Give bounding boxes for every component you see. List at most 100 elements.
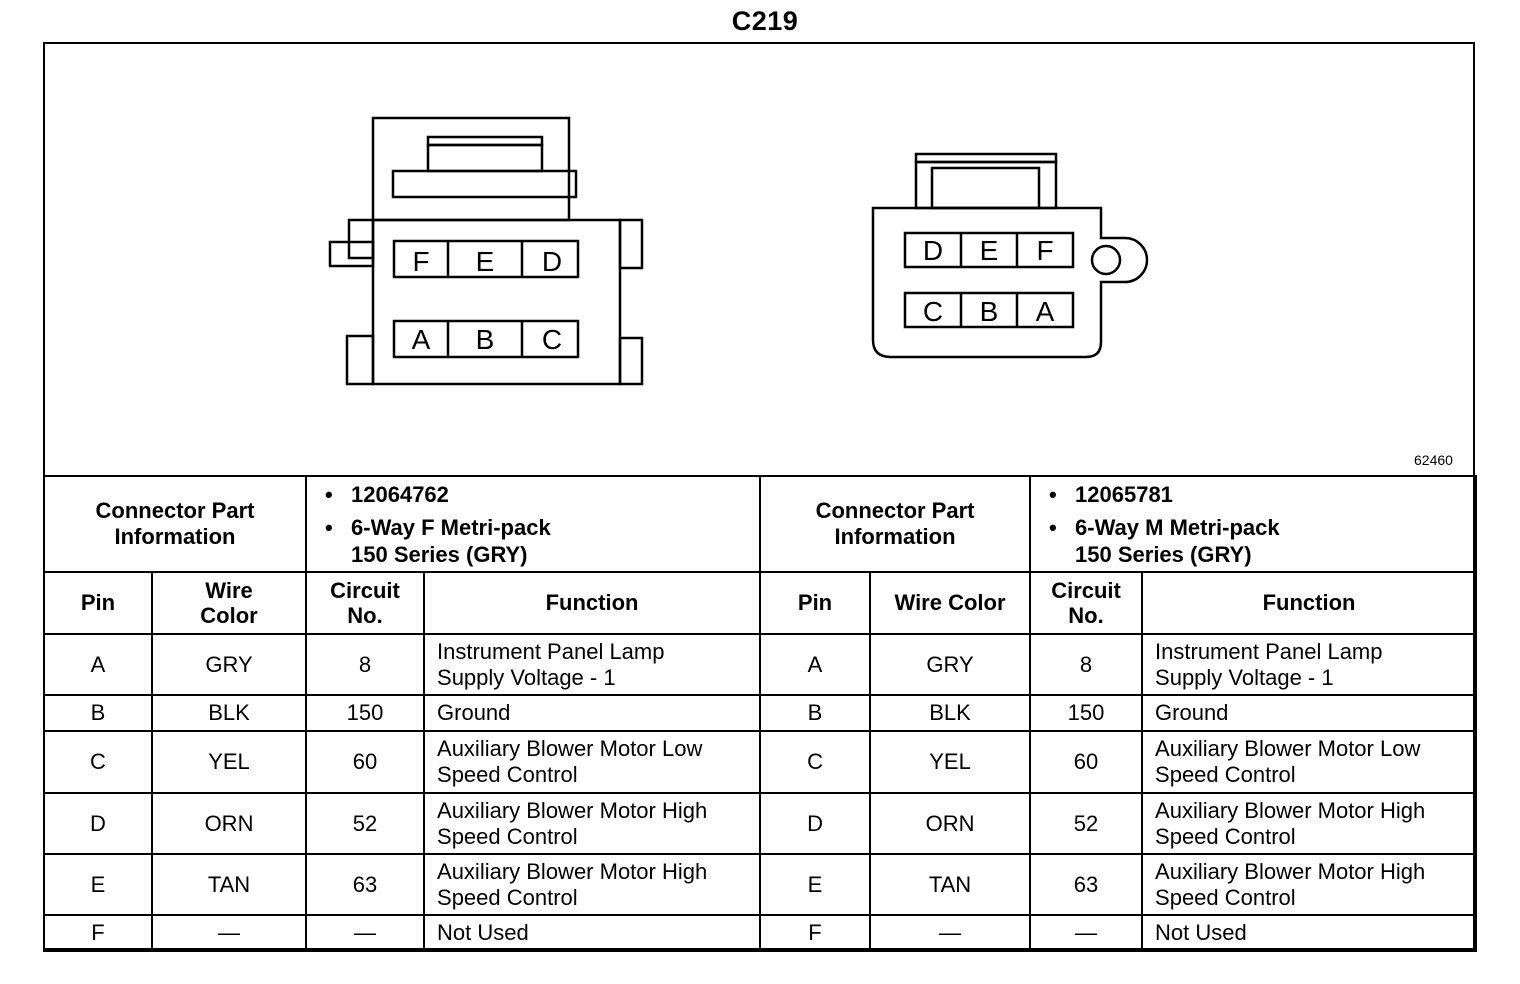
function-line: Auxiliary Blower Motor Low — [1155, 736, 1421, 761]
part-info-label-line: Connector Part — [815, 498, 975, 523]
pin-cell: B — [759, 694, 872, 732]
function-line: Speed Control — [1155, 823, 1296, 849]
bullet: • — [1049, 514, 1057, 540]
pin-cell: C — [759, 730, 872, 794]
part-description: 150 Series (GRY) — [351, 541, 528, 567]
function-cell: Ground — [423, 694, 762, 732]
circuit-cell: — — [305, 914, 426, 952]
wire-color-cell: YEL — [150, 730, 308, 794]
function-line: Supply Voltage - 1 — [1155, 664, 1334, 690]
male-cavity-label: B — [980, 296, 999, 327]
part-number: 12065781 — [1075, 481, 1173, 507]
wire-color-cell: ORN — [150, 792, 308, 855]
pin-cell: D — [43, 792, 153, 855]
part-info-label-line: Information — [834, 524, 956, 549]
wire-color-cell: TAN — [150, 853, 308, 916]
function-line: Auxiliary Blower Motor High — [437, 858, 708, 884]
function-cell: Not Used — [423, 914, 762, 952]
pin-cell: F — [759, 914, 872, 952]
part-description: 6-Way F Metri-pack — [351, 514, 551, 540]
function-line: Speed Control — [1155, 762, 1296, 787]
circuit-cell: 52 — [305, 792, 426, 855]
male-cavity-label: C — [923, 296, 943, 327]
female-cavity-label: E — [476, 246, 495, 277]
part-description: 150 Series (GRY) — [1075, 541, 1252, 567]
male-cavity-label: F — [1036, 235, 1053, 266]
pin-cell: B — [43, 694, 153, 732]
circuit-cell: 63 — [305, 853, 426, 916]
male-cavity-label: E — [980, 235, 999, 266]
part-info-label-line: Information — [114, 524, 236, 549]
female-cavity-label: C — [542, 324, 562, 355]
circuit-cell: 8 — [1029, 633, 1144, 696]
female-cavity-label: F — [412, 246, 429, 277]
function-line: Speed Control — [1155, 884, 1296, 910]
table-row: F — — Not Used F — — Not Used — [43, 914, 1478, 952]
pin-cell: C — [43, 730, 153, 794]
part-description: 6-Way M Metri-pack — [1075, 514, 1280, 540]
circuit-cell: — — [1029, 914, 1144, 952]
wire-color-cell: BLK — [150, 694, 308, 732]
figure-id: 62460 — [1414, 452, 1453, 468]
male-cavity-label: A — [1036, 296, 1055, 327]
header-line: No. — [347, 603, 383, 628]
part-info-values: •12064762 •6-Way F Metri-pack 150 Series… — [305, 475, 762, 573]
pin-cell: E — [43, 853, 153, 916]
circuit-cell: 60 — [1029, 730, 1144, 794]
header-line: Wire — [205, 578, 253, 603]
part-info-label-line: Connector Part — [95, 498, 255, 523]
male-top-row-frame — [903, 231, 1075, 269]
pin-cell: F — [43, 914, 153, 952]
header-line: No. — [1068, 603, 1104, 628]
part-info-label: Connector Part Information — [42, 475, 308, 573]
part-info-row: Connector Part Information • 12064762 • 6-… — [42, 475, 1478, 573]
table-row: B BLK 150 Ground B BLK 150 Ground — [43, 694, 1478, 732]
pin-cell: E — [759, 853, 872, 916]
female-cavity-label: D — [542, 246, 562, 277]
function-cell: Ground — [1141, 694, 1478, 732]
connector-drawings: F E D A B C D E F C B A — [43, 42, 1475, 476]
male-connector-outline — [871, 152, 1149, 359]
circuit-cell: 150 — [1029, 694, 1144, 732]
pinout-table: Connector Part Information • 12064762 • 6-… — [42, 475, 1478, 952]
header-function: Function — [423, 571, 762, 635]
part-number: 12064762 — [351, 481, 449, 507]
female-cavity-label: B — [476, 324, 495, 355]
header-line: Circuit — [330, 578, 400, 603]
function-line: Speed Control — [437, 823, 578, 849]
function-line: Speed Control — [437, 762, 578, 787]
bullet: • — [325, 514, 333, 540]
header-line: Circuit — [1051, 578, 1121, 603]
function-line: Auxiliary Blower Motor High — [437, 797, 708, 823]
function-line: Instrument Panel Lamp — [437, 638, 665, 664]
male-bottom-row-frame — [903, 291, 1075, 329]
wire-color-cell: YEL — [869, 730, 1032, 794]
female-bottom-row-frame — [392, 319, 580, 359]
wire-color-cell: TAN — [869, 853, 1032, 916]
female-connector-outline — [328, 116, 644, 386]
header-function: Function — [1141, 571, 1478, 635]
connector-illustration: F E D A B C D E F C B A — [328, 116, 1149, 386]
function-line: Auxiliary Blower Motor High — [1155, 858, 1426, 884]
circuit-cell: 8 — [305, 633, 426, 696]
header-pin: Pin — [759, 571, 872, 635]
header-pin: Pin — [43, 571, 153, 635]
connector-title: C219 — [731, 6, 799, 36]
female-cavity-label: A — [412, 324, 431, 355]
function-line: Speed Control — [437, 884, 578, 910]
header-line: Color — [200, 603, 258, 628]
